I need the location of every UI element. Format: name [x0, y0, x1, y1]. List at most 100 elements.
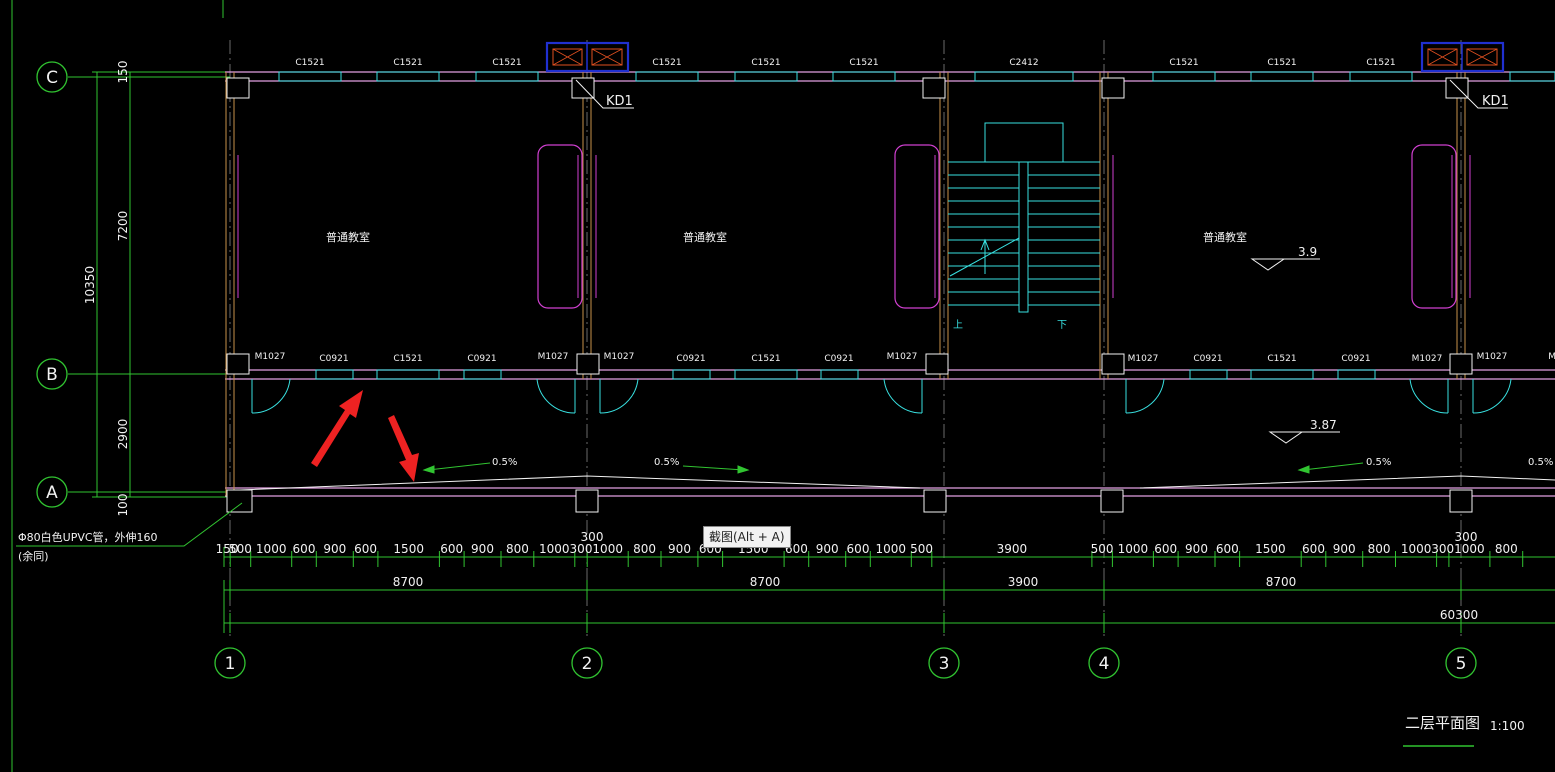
dim-total: 60300: [1440, 608, 1478, 622]
dim-value: 800: [1495, 542, 1518, 556]
door-label: M1027: [1477, 352, 1508, 362]
dim-value: 300: [570, 542, 593, 556]
vertical-walls: [225, 72, 1466, 496]
stairwell: [948, 122, 1100, 313]
dim-value: 600: [847, 542, 870, 556]
axis-label-a: A: [46, 483, 58, 503]
axis-bubble-b: [36, 358, 68, 390]
dim-corridor-2900: 2900: [116, 419, 130, 450]
axis-bubble-5: [1445, 647, 1477, 679]
dim-bay: 3900: [1008, 575, 1039, 589]
door-label: M1027: [604, 352, 635, 362]
dim-value: 600: [354, 542, 377, 556]
dim-value: 800: [1368, 542, 1391, 556]
dim-value: 600: [785, 542, 808, 556]
window-label: C1521: [492, 58, 521, 68]
row-axis-bubbles: [36, 61, 68, 508]
axis-bubble-2: [571, 647, 603, 679]
axis-grid: [229, 40, 1462, 640]
axis-label-1: 1: [225, 654, 236, 674]
blackboards: [537, 144, 1457, 309]
dim-value: 600: [440, 542, 463, 556]
room-label: 普通教室: [1203, 230, 1247, 244]
dim-ticks: [223, 547, 1524, 633]
axis-label-5: 5: [1456, 654, 1467, 674]
col-axis-bubbles: [214, 647, 1477, 679]
door-label: M1027: [1128, 354, 1159, 364]
dim-value: 800: [506, 542, 529, 556]
window-label: C1521: [1267, 58, 1296, 68]
dim-value: 1000: [1118, 542, 1149, 556]
axis-label-2: 2: [582, 654, 593, 674]
level-label-corridor: 3.87: [1310, 418, 1337, 432]
axis-label-c: C: [46, 68, 58, 88]
dim-value: 1000: [592, 542, 623, 556]
door-label: M1027: [1412, 354, 1443, 364]
dim-value: 1000: [876, 542, 907, 556]
window-label: C0921: [467, 354, 496, 364]
dim-bay: 8700: [750, 575, 781, 589]
window-label: C1521: [1169, 58, 1198, 68]
dim-value: 1500: [1255, 542, 1286, 556]
window-label: C1521: [393, 354, 422, 364]
screenshot-tooltip: 截图(Alt + A): [703, 526, 791, 548]
slope-arrows: [422, 462, 1364, 474]
level-markers: [1250, 258, 1340, 444]
kd1-leaders: [575, 79, 1508, 109]
dim-value: 1000: [1401, 542, 1432, 556]
stair-down-label: 下: [1057, 320, 1067, 331]
ac-unit: [1420, 41, 1505, 73]
window-label: C0921: [824, 354, 853, 364]
axis-label-4: 4: [1099, 654, 1110, 674]
dim-value: 900: [323, 542, 346, 556]
dim-value: 600: [293, 542, 316, 556]
annotation-arrow: [311, 390, 419, 482]
dim-value: 150: [216, 542, 239, 556]
window-label: C1521: [295, 58, 324, 68]
dim-300: 300: [1455, 530, 1478, 544]
axis-label-3: 3: [939, 654, 950, 674]
kd1-label: KD1: [1482, 94, 1509, 109]
pipe-note-line2: (余同): [18, 549, 49, 563]
walls: [225, 71, 1555, 497]
window-label: C1521: [751, 58, 780, 68]
dim-top-150: 150: [116, 61, 130, 84]
kd1-label: KD1: [606, 94, 633, 109]
columns: [226, 77, 1473, 513]
left-dimensions: [92, 71, 230, 498]
drawing-title: 二层平面图: [1405, 714, 1480, 732]
dim-bay: 8700: [1266, 575, 1297, 589]
top-windows: [278, 71, 1555, 82]
door-label: M1027: [538, 352, 569, 362]
dim-room-7200: 7200: [116, 211, 130, 242]
axis-bubble-3: [928, 647, 960, 679]
window-label: C1521: [849, 58, 878, 68]
stair-up-label: 上: [953, 319, 963, 331]
window-label: C2412: [1009, 58, 1038, 68]
room-label: 普通教室: [683, 230, 727, 244]
axis-bubble-c: [36, 61, 68, 93]
dim-total-10350: 10350: [83, 266, 97, 304]
window-label: C1521: [751, 354, 780, 364]
door-label: M1: [1548, 352, 1555, 362]
slope-label: 0.5%: [492, 457, 517, 468]
slope-label: 0.5%: [1528, 457, 1553, 468]
dim-value: 900: [1333, 542, 1356, 556]
window-label: C0921: [1193, 354, 1222, 364]
room-label: 普通教室: [326, 230, 370, 244]
dim-bottom-100: 100: [116, 494, 130, 517]
dim-value: 1500: [393, 542, 424, 556]
axis-bubble-1: [214, 647, 246, 679]
door-swings: [251, 378, 1512, 414]
ac-unit: [545, 41, 630, 73]
window-label: C1521: [1267, 354, 1296, 364]
dim-value: 500: [229, 542, 252, 556]
window-label: C1521: [1366, 58, 1395, 68]
window-label: C0921: [676, 354, 705, 364]
window-label: C1521: [652, 58, 681, 68]
pipe-note-leader: [16, 502, 243, 547]
wall-insets: [237, 155, 1471, 298]
dim-value: 900: [1185, 542, 1208, 556]
dim-value: 900: [816, 542, 839, 556]
